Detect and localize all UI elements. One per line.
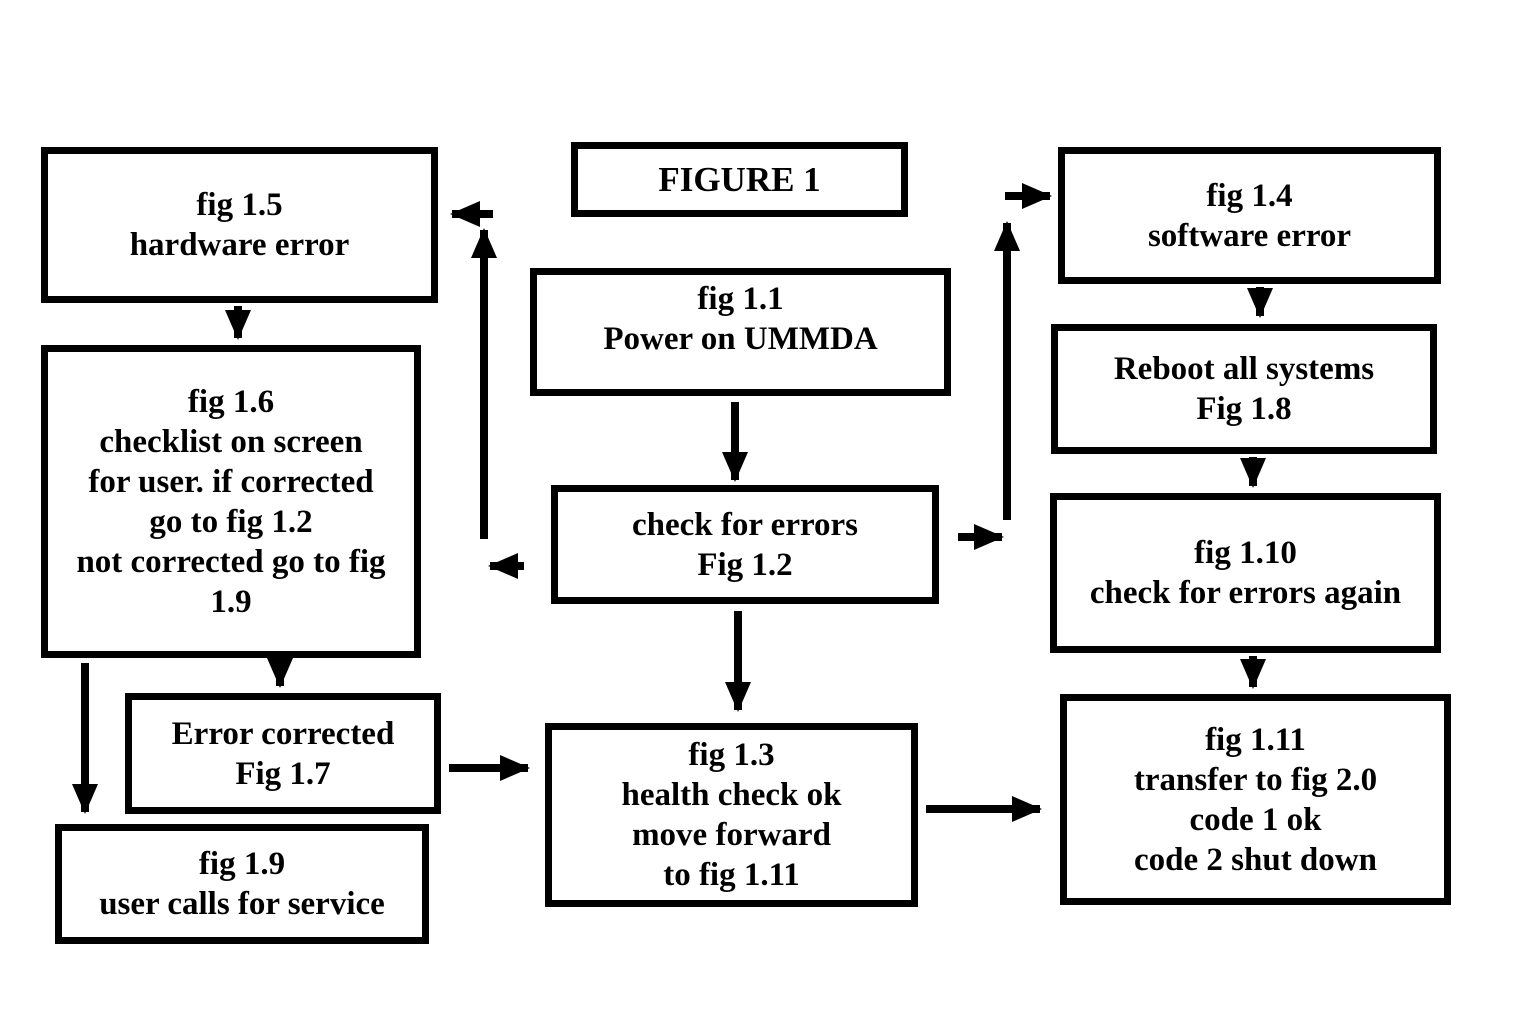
node-fig-1-3-health-check: fig 1.3 health check ok move forward to …: [545, 723, 918, 907]
node-fig-1-8-reboot-all-systems: Reboot all systems Fig 1.8: [1051, 324, 1437, 454]
node-fig-1-2-check-for-errors: check for errors Fig 1.2: [551, 485, 939, 604]
node-label: fig 1.4 software error: [1147, 177, 1352, 254]
node-fig-1-7-error-corrected: Error corrected Fig 1.7: [125, 693, 441, 814]
node-label: fig 1.3 health check ok move forward to …: [621, 737, 842, 893]
node-label: fig 1.6 checklist on screen for user. if…: [76, 383, 386, 620]
node-label: Error corrected Fig 1.7: [171, 715, 395, 792]
node-label: fig 1.5 hardware error: [129, 187, 350, 263]
node-fig-1-4-software-error: fig 1.4 software error: [1058, 147, 1441, 284]
node-label: fig 1.10 check for errors again: [1089, 535, 1402, 611]
node-label: fig 1.1 Power on UMMDA: [603, 281, 878, 357]
figure-title-text: FIGURE 1: [658, 159, 821, 199]
node-figure-title: FIGURE 1: [571, 142, 908, 217]
node-fig-1-6-checklist: fig 1.6 checklist on screen for user. if…: [41, 345, 421, 658]
node-label: Reboot all systems Fig 1.8: [1113, 351, 1375, 427]
node-label: check for errors Fig 1.2: [631, 506, 859, 583]
node-fig-1-5-hardware-error: fig 1.5 hardware error: [41, 147, 438, 303]
node-label: fig 1.11 transfer to fig 2.0 code 1 ok c…: [1133, 721, 1378, 878]
node-fig-1-1-power-on: fig 1.1 Power on UMMDA: [530, 268, 951, 396]
node-label: fig 1.9 user calls for service: [99, 846, 385, 922]
node-fig-1-10-check-errors-again: fig 1.10 check for errors again: [1050, 493, 1441, 653]
node-fig-1-11-transfer: fig 1.11 transfer to fig 2.0 code 1 ok c…: [1060, 694, 1451, 905]
node-fig-1-9-user-calls-service: fig 1.9 user calls for service: [55, 824, 429, 944]
